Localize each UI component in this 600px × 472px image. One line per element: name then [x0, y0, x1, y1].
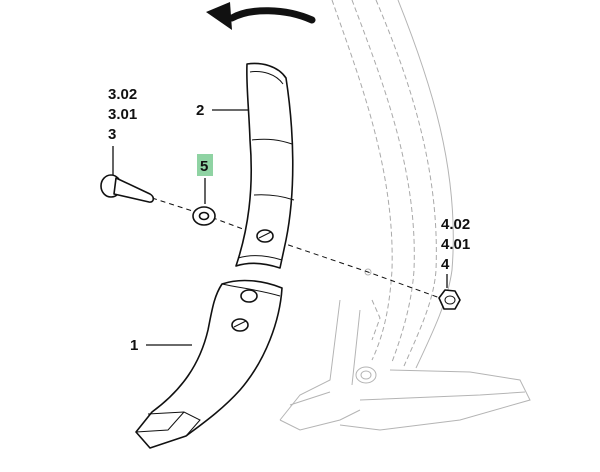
lower-point-plate [135, 279, 283, 449]
callout-bolt-variant-301: 3.01 [108, 106, 137, 123]
callout-bolt-variant-302: 3.02 [108, 86, 137, 103]
callout-bolt: 3 [108, 126, 116, 143]
washer [192, 206, 216, 226]
callout-nut-variant-401: 4.01 [441, 236, 470, 253]
callout-part-2: 2 [196, 102, 204, 119]
upper-wear-plate [235, 62, 295, 269]
callout-washer: 5 [200, 158, 208, 175]
callout-nut: 4 [441, 256, 450, 273]
hex-nut [438, 289, 461, 310]
callout-nut-variant-402: 4.02 [441, 216, 470, 233]
rotation-arrow-icon [206, 2, 316, 30]
assembly-axis-line [151, 197, 441, 299]
washer-callout-highlight [197, 154, 213, 176]
callout-part-1: 1 [130, 337, 138, 354]
carriage-bolt [100, 174, 155, 203]
shank-frame-outline [279, 0, 531, 431]
